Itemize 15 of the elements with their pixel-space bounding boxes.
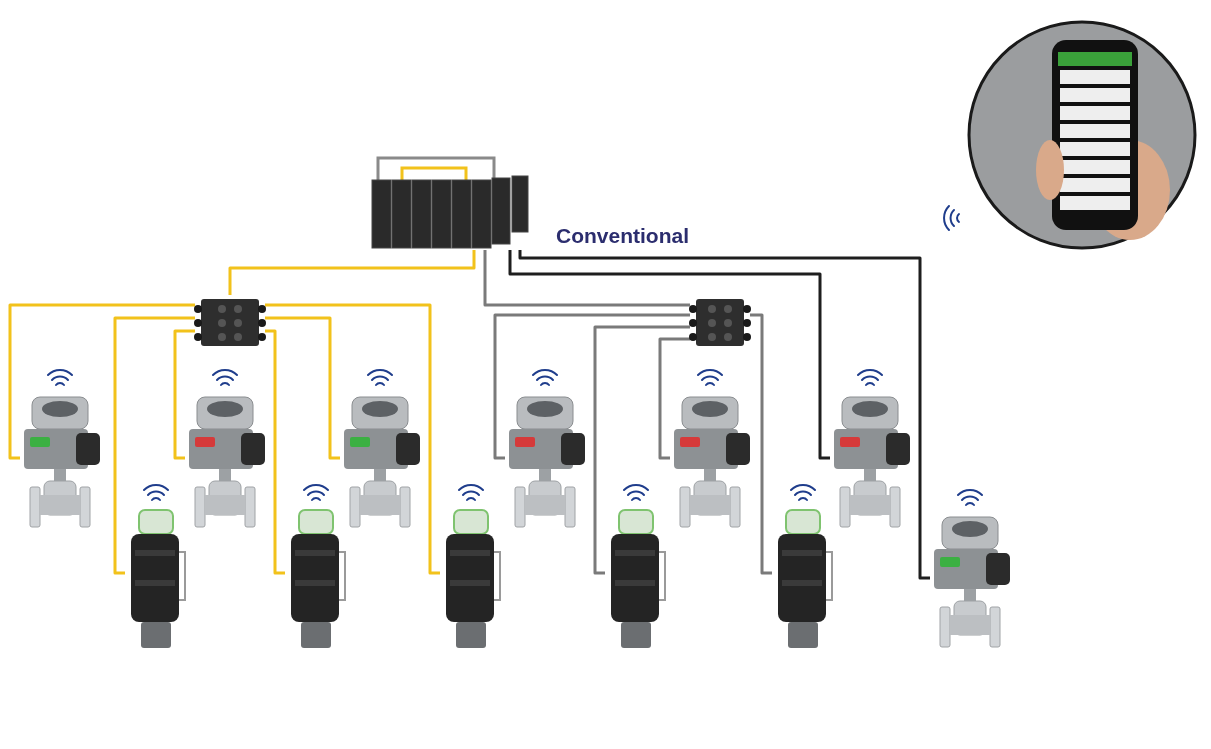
cable [593,325,690,575]
cable [518,250,930,580]
cable [483,250,690,307]
cable [508,250,830,460]
cable [265,316,340,460]
cable [265,303,440,575]
cable [228,250,476,295]
cable [750,313,772,575]
cable [658,337,690,460]
cable [173,329,195,460]
cable [493,313,690,460]
cable [113,316,195,575]
cable [265,329,285,575]
cable [8,303,195,460]
connection-label: Conventional [556,224,689,248]
